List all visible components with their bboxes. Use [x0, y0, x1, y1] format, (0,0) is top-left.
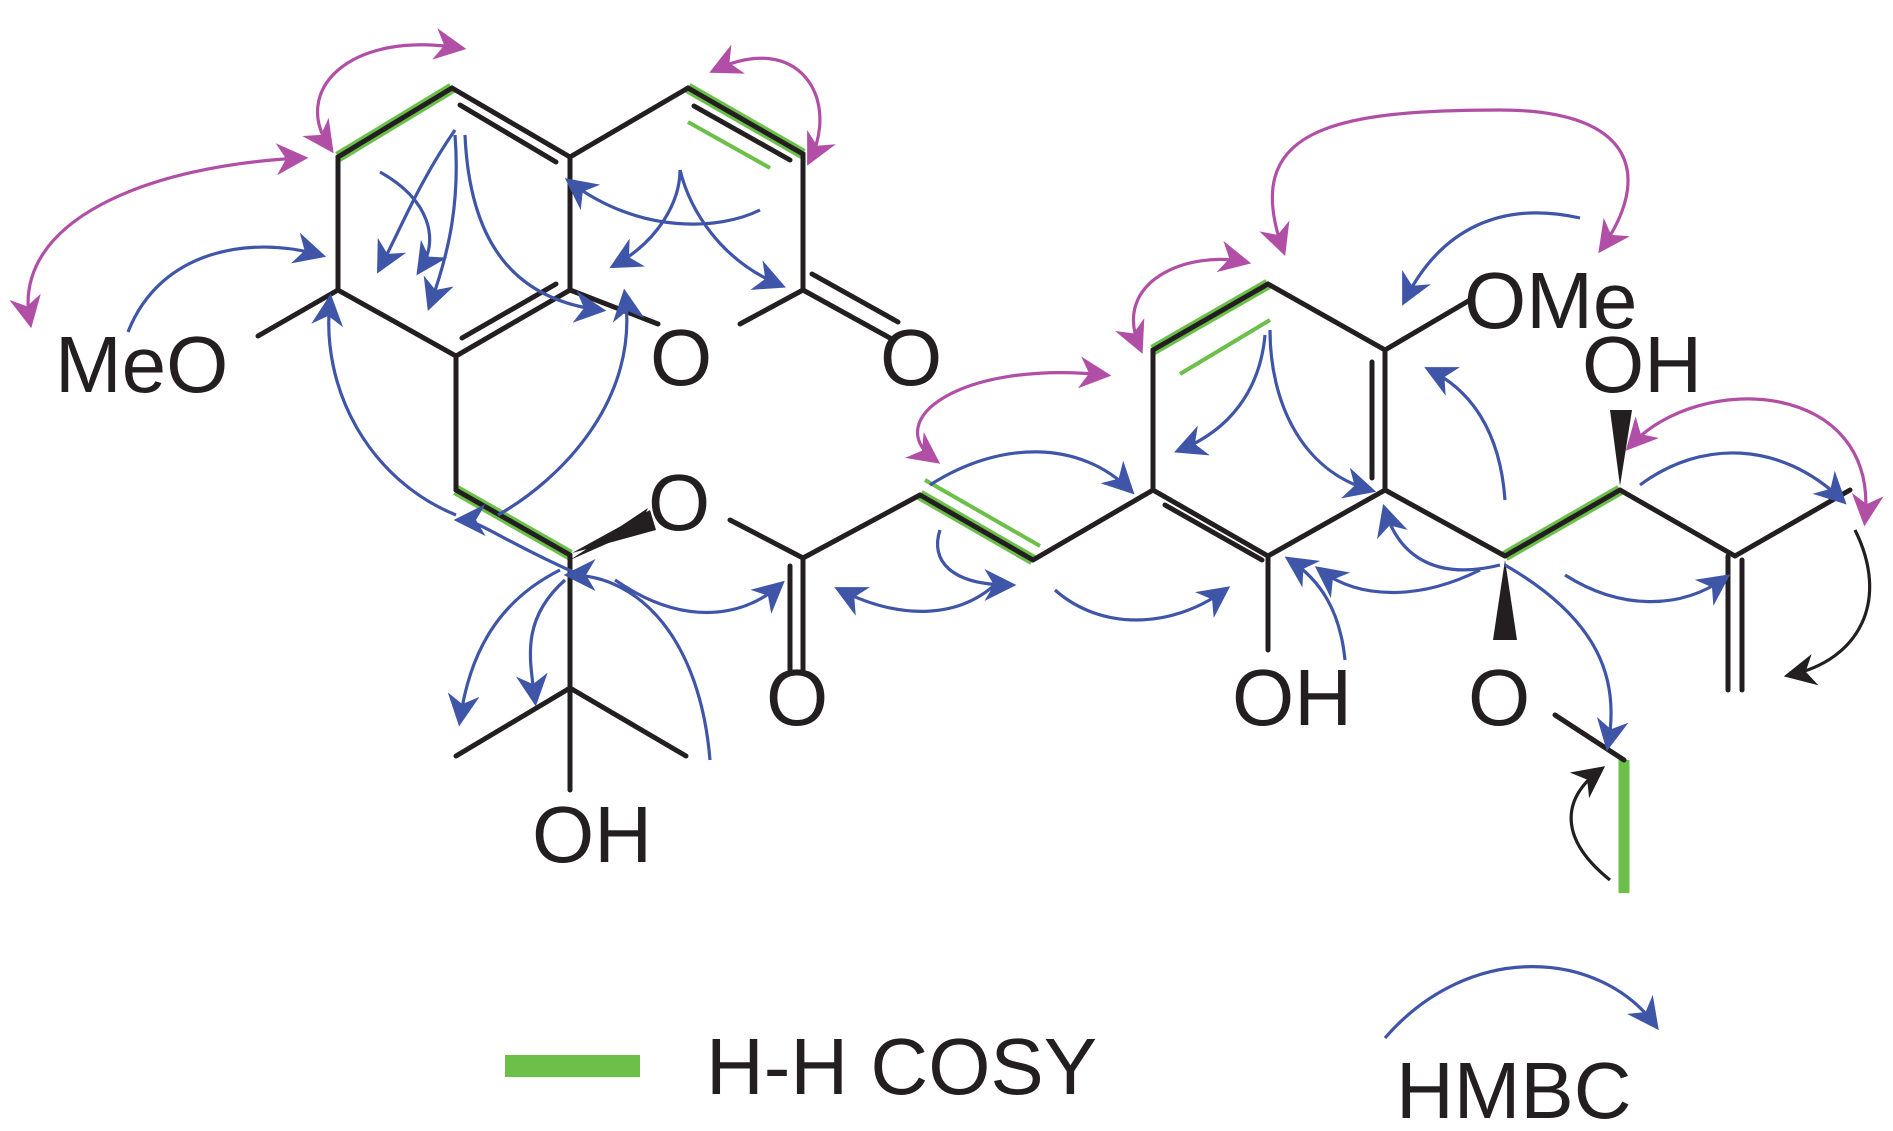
- atom-o-ester-carbonyl: O: [766, 653, 828, 742]
- atom-labels: MeO O O O O OH OMe OH OH O: [55, 256, 1702, 879]
- legend-hmbc-arrow: [1383, 965, 1659, 1040]
- atom-o-lactone-carbonyl: O: [880, 313, 942, 402]
- atom-ome: OMe: [1464, 256, 1637, 345]
- atom-meo: MeO: [55, 320, 228, 409]
- legend: H-H COSY HMBC: [505, 965, 1659, 1131]
- atom-oh-phenol: OH: [1232, 653, 1352, 742]
- atom-oh-top: OH: [1582, 320, 1702, 409]
- skeleton-bonds: [255, 85, 1853, 793]
- noesy-arrows: [9, 28, 1884, 527]
- legend-cosy-label: H-H COSY: [706, 1022, 1097, 1111]
- atom-oh-side: OH: [532, 790, 652, 879]
- hmbc-arrows: [126, 129, 1847, 761]
- atom-o-ester: O: [648, 458, 710, 547]
- cosy-bonds: [335, 83, 1630, 893]
- legend-hmbc-label: HMBC: [1396, 1046, 1632, 1126]
- black-arrows: [1569, 529, 1872, 882]
- atom-o-ether: O: [1468, 653, 1530, 742]
- atom-o-lactone: O: [650, 313, 712, 402]
